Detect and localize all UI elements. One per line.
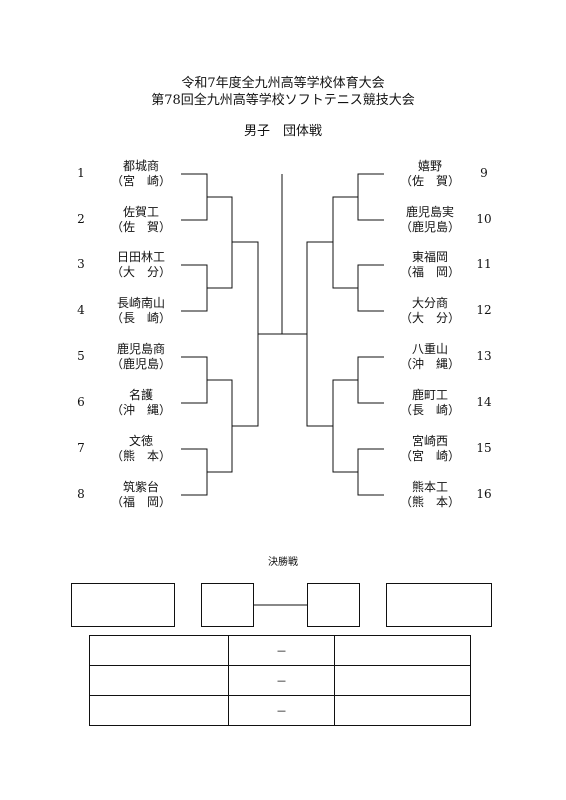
final-team-right-box	[307, 583, 360, 627]
bracket-right-r1-d	[357, 448, 384, 496]
team-school: 嬉野	[417, 159, 442, 173]
score-cell-left	[89, 695, 229, 726]
bracket-left-r2-b	[207, 379, 233, 473]
team-entry: 熊本工（熊 本）	[385, 480, 475, 510]
seed-number: 1	[77, 166, 85, 180]
score-cell-left	[89, 665, 229, 696]
team-entry: 鹿児島商（鹿児島）	[96, 342, 186, 372]
seed-number: 15	[476, 441, 492, 455]
seed-number: 5	[77, 349, 85, 363]
team-school: 長崎南山	[116, 296, 165, 310]
team-prefecture: （沖 縄）	[110, 403, 171, 417]
team-prefecture: （長 崎）	[110, 311, 171, 325]
score-cell-left	[89, 635, 229, 666]
team-school: 鹿児島実	[405, 205, 454, 219]
team-school: 名護	[128, 388, 153, 402]
team-entry: 東福岡（福 岡）	[385, 250, 475, 280]
team-prefecture: （宮 崎）	[399, 449, 460, 463]
team-school: 文徳	[128, 434, 153, 448]
team-school: 鹿児島商	[116, 342, 165, 356]
team-prefecture: （佐 賀）	[399, 174, 460, 188]
bracket-right-sf	[306, 241, 333, 427]
tournament-title: 令和7年度全九州高等学校体育大会	[181, 76, 385, 91]
team-entry: 日田林工（大 分）	[96, 250, 186, 280]
team-entry: 大分商（大 分）	[385, 296, 475, 326]
team-entry: 都城商（宮 崎）	[96, 159, 186, 189]
seed-number: 3	[77, 257, 85, 271]
team-entry: 文徳（熊 本）	[96, 434, 186, 464]
team-prefecture: （大 分）	[399, 311, 460, 325]
bracket-right-r2-a	[332, 196, 358, 289]
team-prefecture: （大 分）	[110, 265, 171, 279]
final-connector	[254, 604, 307, 606]
score-cell-mid: －	[228, 665, 335, 696]
team-prefecture: （熊 本）	[110, 449, 171, 463]
team-prefecture: （佐 賀）	[110, 220, 171, 234]
bracket-left-r2-a	[207, 196, 233, 289]
team-entry: 鹿町工（長 崎）	[385, 388, 475, 418]
team-school: 八重山	[411, 342, 448, 356]
seed-number: 13	[476, 349, 492, 363]
table-row: －	[89, 695, 471, 726]
team-school: 筑紫台	[122, 480, 159, 494]
team-prefecture: （福 岡）	[110, 495, 171, 509]
team-prefecture: （福 岡）	[399, 265, 460, 279]
event-category: 男子 団体戦	[243, 124, 322, 139]
final-team-left-box	[201, 583, 254, 627]
team-school: 東福岡	[411, 250, 448, 264]
team-prefecture: （宮 崎）	[110, 174, 171, 188]
bracket-right-r1-b	[357, 264, 384, 312]
team-prefecture: （熊 本）	[399, 495, 460, 509]
table-row: －	[89, 635, 471, 666]
team-entry: 嬉野（佐 賀）	[385, 159, 475, 189]
team-school: 鹿町工	[411, 388, 448, 402]
bracket-left-sf	[232, 241, 259, 427]
final-winner-right-box	[386, 583, 492, 627]
score-cell-right	[334, 635, 471, 666]
team-entry: 筑紫台（福 岡）	[96, 480, 186, 510]
team-school: 日田林工	[116, 250, 165, 264]
team-entry: 鹿児島実（鹿児島）	[385, 205, 475, 235]
seed-number: 8	[77, 487, 85, 501]
bracket-right-r1-c	[357, 356, 384, 404]
team-entry: 名護（沖 縄）	[96, 388, 186, 418]
seed-number: 16	[476, 487, 492, 501]
seed-number: 11	[476, 257, 492, 271]
seed-number: 2	[77, 212, 85, 226]
team-school: 佐賀工	[122, 205, 159, 219]
score-cell-mid: －	[228, 635, 335, 666]
score-cell-mid: －	[228, 695, 335, 726]
final-score-table: － － －	[89, 635, 471, 726]
team-entry: 宮崎西（宮 崎）	[385, 434, 475, 464]
team-entry: 八重山（沖 縄）	[385, 342, 475, 372]
seed-number: 7	[77, 441, 85, 455]
team-prefecture: （鹿児島）	[110, 357, 171, 371]
seed-number: 9	[480, 166, 488, 180]
final-label: 決勝戦	[268, 557, 298, 568]
bracket-right-r2-b	[332, 379, 358, 473]
seed-number: 4	[77, 303, 85, 317]
score-cell-right	[334, 695, 471, 726]
final-winner-left-box	[71, 583, 175, 627]
bracket-right-r1-a	[357, 173, 384, 221]
team-school: 都城商	[122, 159, 159, 173]
team-prefecture: （沖 縄）	[399, 357, 460, 371]
seed-number: 6	[77, 395, 85, 409]
team-prefecture: （鹿児島）	[399, 220, 460, 234]
team-school: 大分商	[411, 296, 448, 310]
team-prefecture: （長 崎）	[399, 403, 460, 417]
score-cell-right	[334, 665, 471, 696]
team-school: 熊本工	[411, 480, 448, 494]
seed-number: 14	[476, 395, 492, 409]
seed-number: 10	[476, 212, 492, 226]
bracket-lines	[181, 173, 384, 496]
seed-number: 12	[476, 303, 492, 317]
team-entry: 佐賀工（佐 賀）	[96, 205, 186, 235]
team-school: 宮崎西	[411, 434, 448, 448]
tournament-subtitle: 第78回全九州高等学校ソフトテニス競技大会	[151, 93, 415, 108]
team-entry: 長崎南山（長 崎）	[96, 296, 186, 326]
table-row: －	[89, 665, 471, 696]
